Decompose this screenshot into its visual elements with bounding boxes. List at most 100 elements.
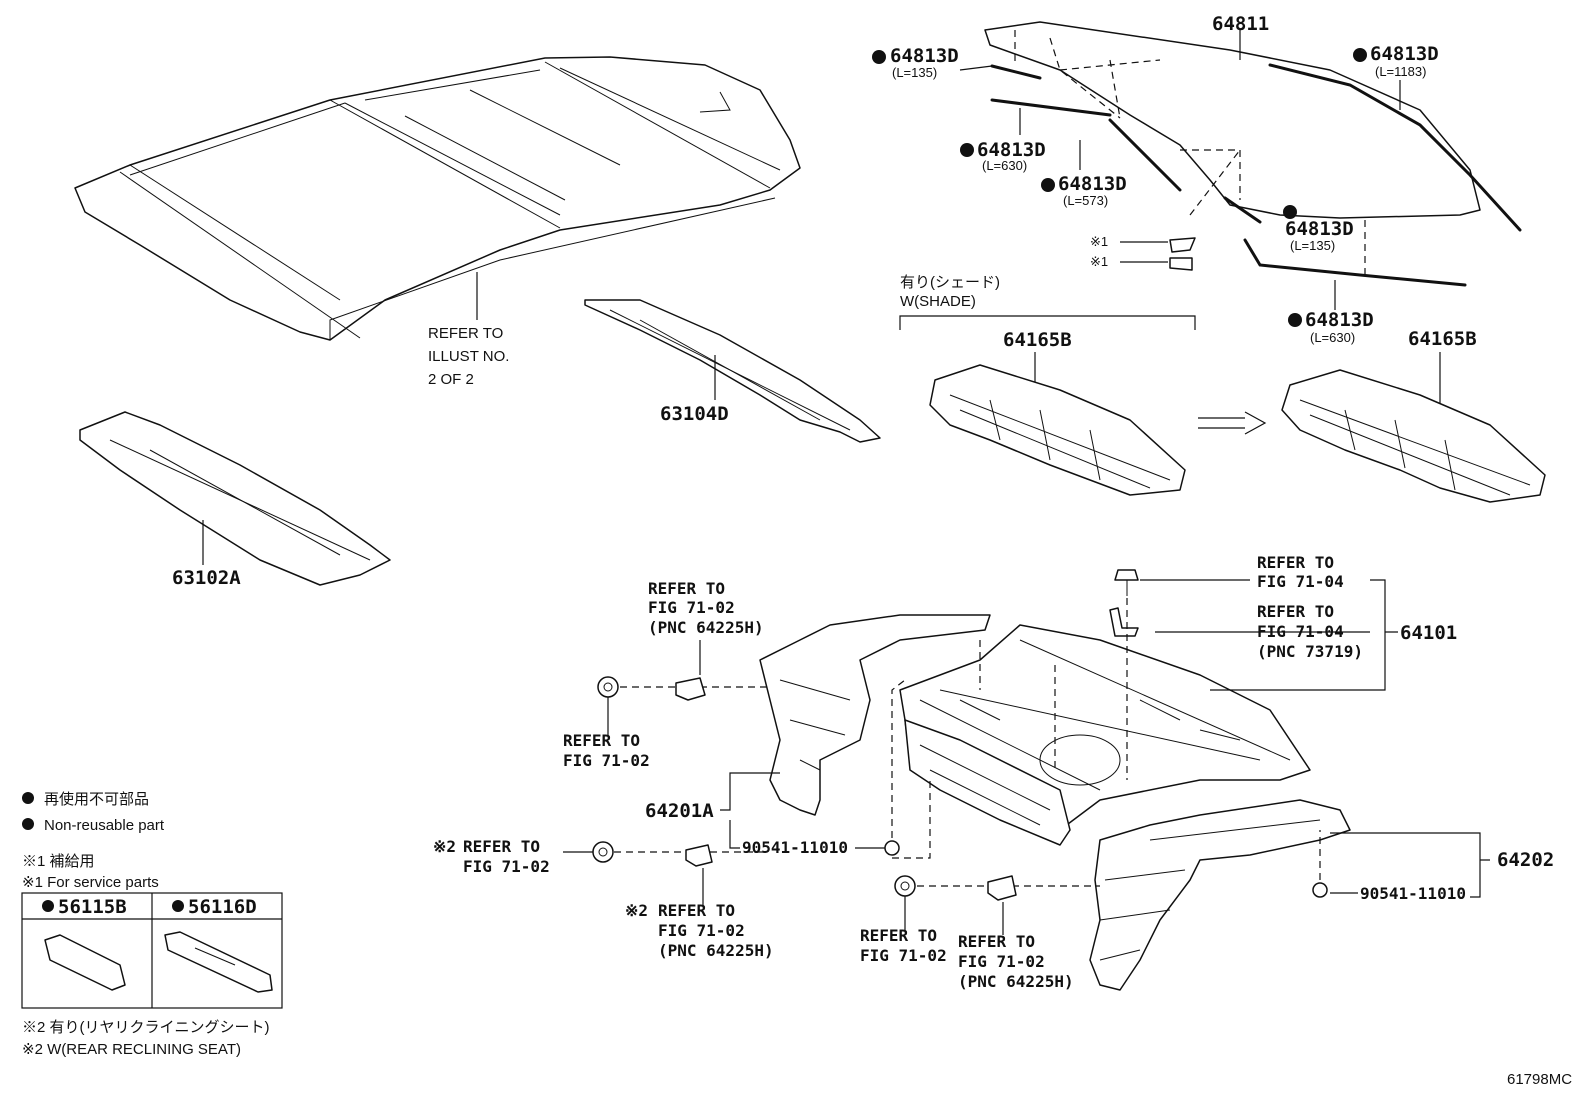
non-reusable-dot — [1353, 48, 1367, 62]
roof-glass-64811 — [984, 21, 1481, 219]
rear-brace-64202 — [1089, 799, 1351, 991]
ref-fig-7102-d-mark: ※2 — [625, 901, 648, 920]
weatherstrip-l1183 — [1268, 63, 1522, 232]
rear-panel-64101 — [904, 719, 1071, 846]
service-clip-1 — [1169, 237, 1196, 253]
service-parts-table — [21, 892, 283, 1009]
roof-header-63102a — [79, 411, 391, 586]
sunshade-64165b-assembly — [929, 364, 1186, 496]
non-reusable-dot — [1288, 313, 1302, 327]
weatherstrip-l135-top — [990, 64, 1042, 80]
part-number-64202: 64202 — [1497, 849, 1554, 871]
roof-header-63104d — [584, 299, 881, 443]
ref-fig-7102-e-line1: REFER TO — [860, 926, 937, 945]
ref-fig-7102-a-line2: FIG 71-02 — [648, 598, 735, 617]
part-number-64101: 64101 — [1400, 622, 1457, 644]
non-reusable-dot — [172, 900, 184, 912]
sunshade-64165b-part — [1281, 369, 1546, 503]
service-mark-1: ※1 — [1090, 234, 1108, 249]
shade-label-en: W(SHADE) — [900, 293, 976, 310]
ref-fig-7104-a-line2: FIG 71-04 — [1257, 572, 1344, 591]
length-l630-b: (L=630) — [1310, 330, 1355, 345]
service-mark-2: ※1 — [1090, 254, 1108, 269]
weatherstrip-l630-upper — [990, 98, 1112, 117]
legend-service-en: ※1 For service parts — [22, 874, 159, 891]
non-reusable-dot — [1283, 205, 1297, 219]
refer-illust-line3: 2 OF 2 — [428, 371, 474, 388]
part-number-64813d-a: 64813D — [890, 45, 959, 67]
shade-label-jp: 有り(シェード) — [900, 274, 1000, 291]
length-l630-a: (L=630) — [982, 158, 1027, 173]
bracket — [1109, 607, 1139, 637]
rear-brace-64201a — [759, 614, 991, 816]
ref-fig-7102-b-line2: FIG 71-02 — [563, 751, 650, 770]
legend-non-reusable-jp: 再使用不可部品 — [44, 791, 149, 808]
ref-fig-7102-c-mark: ※2 — [433, 837, 456, 856]
non-reusable-dot — [1041, 178, 1055, 192]
ref-fig-7102-b-line1: REFER TO — [563, 731, 640, 750]
service-clip-2 — [1169, 257, 1193, 271]
legend-service-jp: ※1 補給用 — [22, 853, 95, 870]
ref-fig-7102-a-line3: (PNC 64225H) — [648, 618, 764, 637]
weatherstrip-l135-lower — [1223, 196, 1262, 224]
bolt — [1114, 569, 1139, 596]
part-number-56116d: 56116D — [188, 896, 257, 918]
legend-dot-jp — [22, 792, 34, 804]
part-number-64813d-d: 64813D — [1058, 173, 1127, 195]
ref-fig-7102-e-line2: FIG 71-02 — [860, 946, 947, 965]
figure-code: 61798MC — [1507, 1071, 1572, 1088]
legend-recline-en: ※2 W(REAR RECLINING SEAT) — [22, 1041, 241, 1058]
part-number-63104d: 63104D — [660, 403, 729, 425]
roof-panel — [74, 56, 801, 341]
legend-non-reusable-en: Non-reusable part — [44, 817, 165, 834]
part-number-64813d-e: 64813D — [1285, 218, 1354, 240]
refer-illust-line1: REFER TO — [428, 325, 503, 342]
part-number-64165b-b: 64165B — [1408, 328, 1477, 350]
nut — [592, 841, 614, 863]
bracket-64225h-a — [675, 677, 706, 701]
clip-56115b — [44, 934, 126, 991]
bracket-64225h-b — [685, 844, 713, 867]
non-reusable-dot — [872, 50, 886, 64]
ref-fig-7104-a-line1: REFER TO — [1257, 553, 1334, 572]
legend-dot-en — [22, 818, 34, 830]
part-number-64813d-f: 64813D — [1305, 309, 1374, 331]
bracket-64225h-c — [987, 875, 1017, 901]
part-number-64165b-a: 64165B — [1003, 329, 1072, 351]
clip-56116d — [164, 931, 273, 993]
length-l1183: (L=1183) — [1375, 64, 1426, 79]
legend-recline-jp: ※2 有り(リヤリクライニングシート) — [22, 1019, 270, 1036]
non-reusable-dot — [42, 900, 54, 912]
weatherstrip-l573 — [1108, 118, 1182, 192]
ref-fig-7102-f-line2: FIG 71-02 — [958, 952, 1045, 971]
nut — [894, 875, 916, 897]
ref-fig-7104-b-line2: FIG 71-04 — [1257, 622, 1344, 641]
part-number-56115b: 56115B — [58, 896, 127, 918]
ref-fig-7104-b-line1: REFER TO — [1257, 602, 1334, 621]
ref-fig-7102-f-line1: REFER TO — [958, 932, 1035, 951]
length-l573: (L=573) — [1063, 193, 1108, 208]
ref-fig-7102-f-line3: (PNC 64225H) — [958, 972, 1074, 991]
nut — [597, 676, 619, 698]
ref-fig-7104-b-line3: (PNC 73719) — [1257, 642, 1363, 661]
non-reusable-dot — [960, 143, 974, 157]
part-number-64813d-c: 64813D — [977, 139, 1046, 161]
part-number-90541-a: 90541-11010 — [742, 838, 848, 857]
length-l135-b: (L=135) — [1290, 238, 1335, 253]
length-l135-a: (L=135) — [892, 65, 937, 80]
ref-fig-7102-c-line2: FIG 71-02 — [463, 857, 550, 876]
part-number-64811: 64811 — [1212, 13, 1269, 35]
plug-90541-b — [1312, 882, 1328, 898]
part-number-64813d-b: 64813D — [1370, 43, 1439, 65]
ref-fig-7102-a-line1: REFER TO — [648, 579, 725, 598]
ref-fig-7102-d-line2: FIG 71-02 — [658, 921, 745, 940]
plug-90541-a — [884, 840, 900, 856]
ref-fig-7102-d-line3: (PNC 64225H) — [658, 941, 774, 960]
refer-illust-line2: ILLUST NO. — [428, 348, 509, 365]
ref-fig-7102-c-line1: REFER TO — [463, 837, 540, 856]
ref-fig-7102-d-line1: REFER TO — [658, 901, 735, 920]
weatherstrip-l630-lower — [1243, 238, 1467, 287]
part-number-63102a: 63102A — [172, 567, 241, 589]
part-number-90541-b: 90541-11010 — [1360, 884, 1466, 903]
